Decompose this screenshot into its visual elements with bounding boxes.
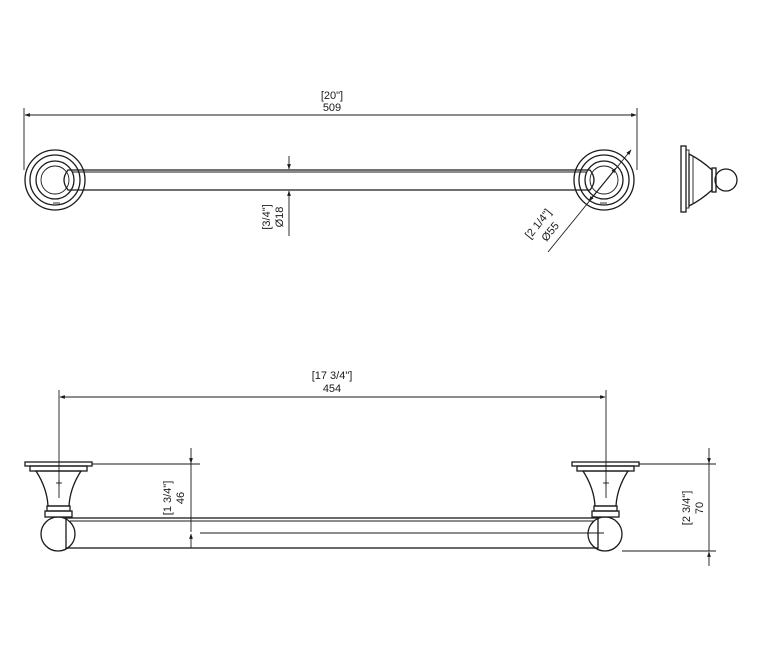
bar-diameter-metric: Ø18 (274, 207, 286, 228)
overall-length-metric: 509 (323, 102, 341, 114)
center-distance-imperial: [17 3/4"] (312, 370, 353, 382)
bar-diameter-imperial: [3/4"] (261, 204, 273, 229)
left-rosette (24, 149, 86, 211)
total-projection-dimension: [2 3/4"] 70 (622, 448, 716, 566)
front-view: [17 3/4"] 454 (24, 370, 716, 566)
center-height-dimension: [1 3/4"] 46 (92, 448, 604, 548)
total-projection-imperial: [2 3/4"] (681, 491, 693, 525)
left-bracket (24, 461, 93, 552)
top-view: [20"] 509 [3/4"] Ø18 (23, 90, 638, 253)
base-diameter-dimension: [2 1/4"] Ø55 (523, 149, 632, 253)
center-height-imperial: [1 3/4"] (162, 481, 174, 515)
center-distance-dimension: [17 3/4"] 454 (58, 370, 607, 498)
overall-length-imperial: [20"] (321, 90, 343, 102)
overall-length-dimension: [20"] 509 (23, 90, 638, 170)
top-bar (63, 169, 595, 191)
center-distance-metric: 454 (323, 383, 341, 395)
bar-diameter-dimension: [3/4"] Ø18 (261, 156, 291, 236)
side-view (680, 145, 738, 213)
total-projection-metric: 70 (694, 502, 706, 514)
right-bracket (571, 461, 640, 552)
right-rosette (573, 149, 635, 211)
center-height-metric: 46 (175, 492, 187, 504)
